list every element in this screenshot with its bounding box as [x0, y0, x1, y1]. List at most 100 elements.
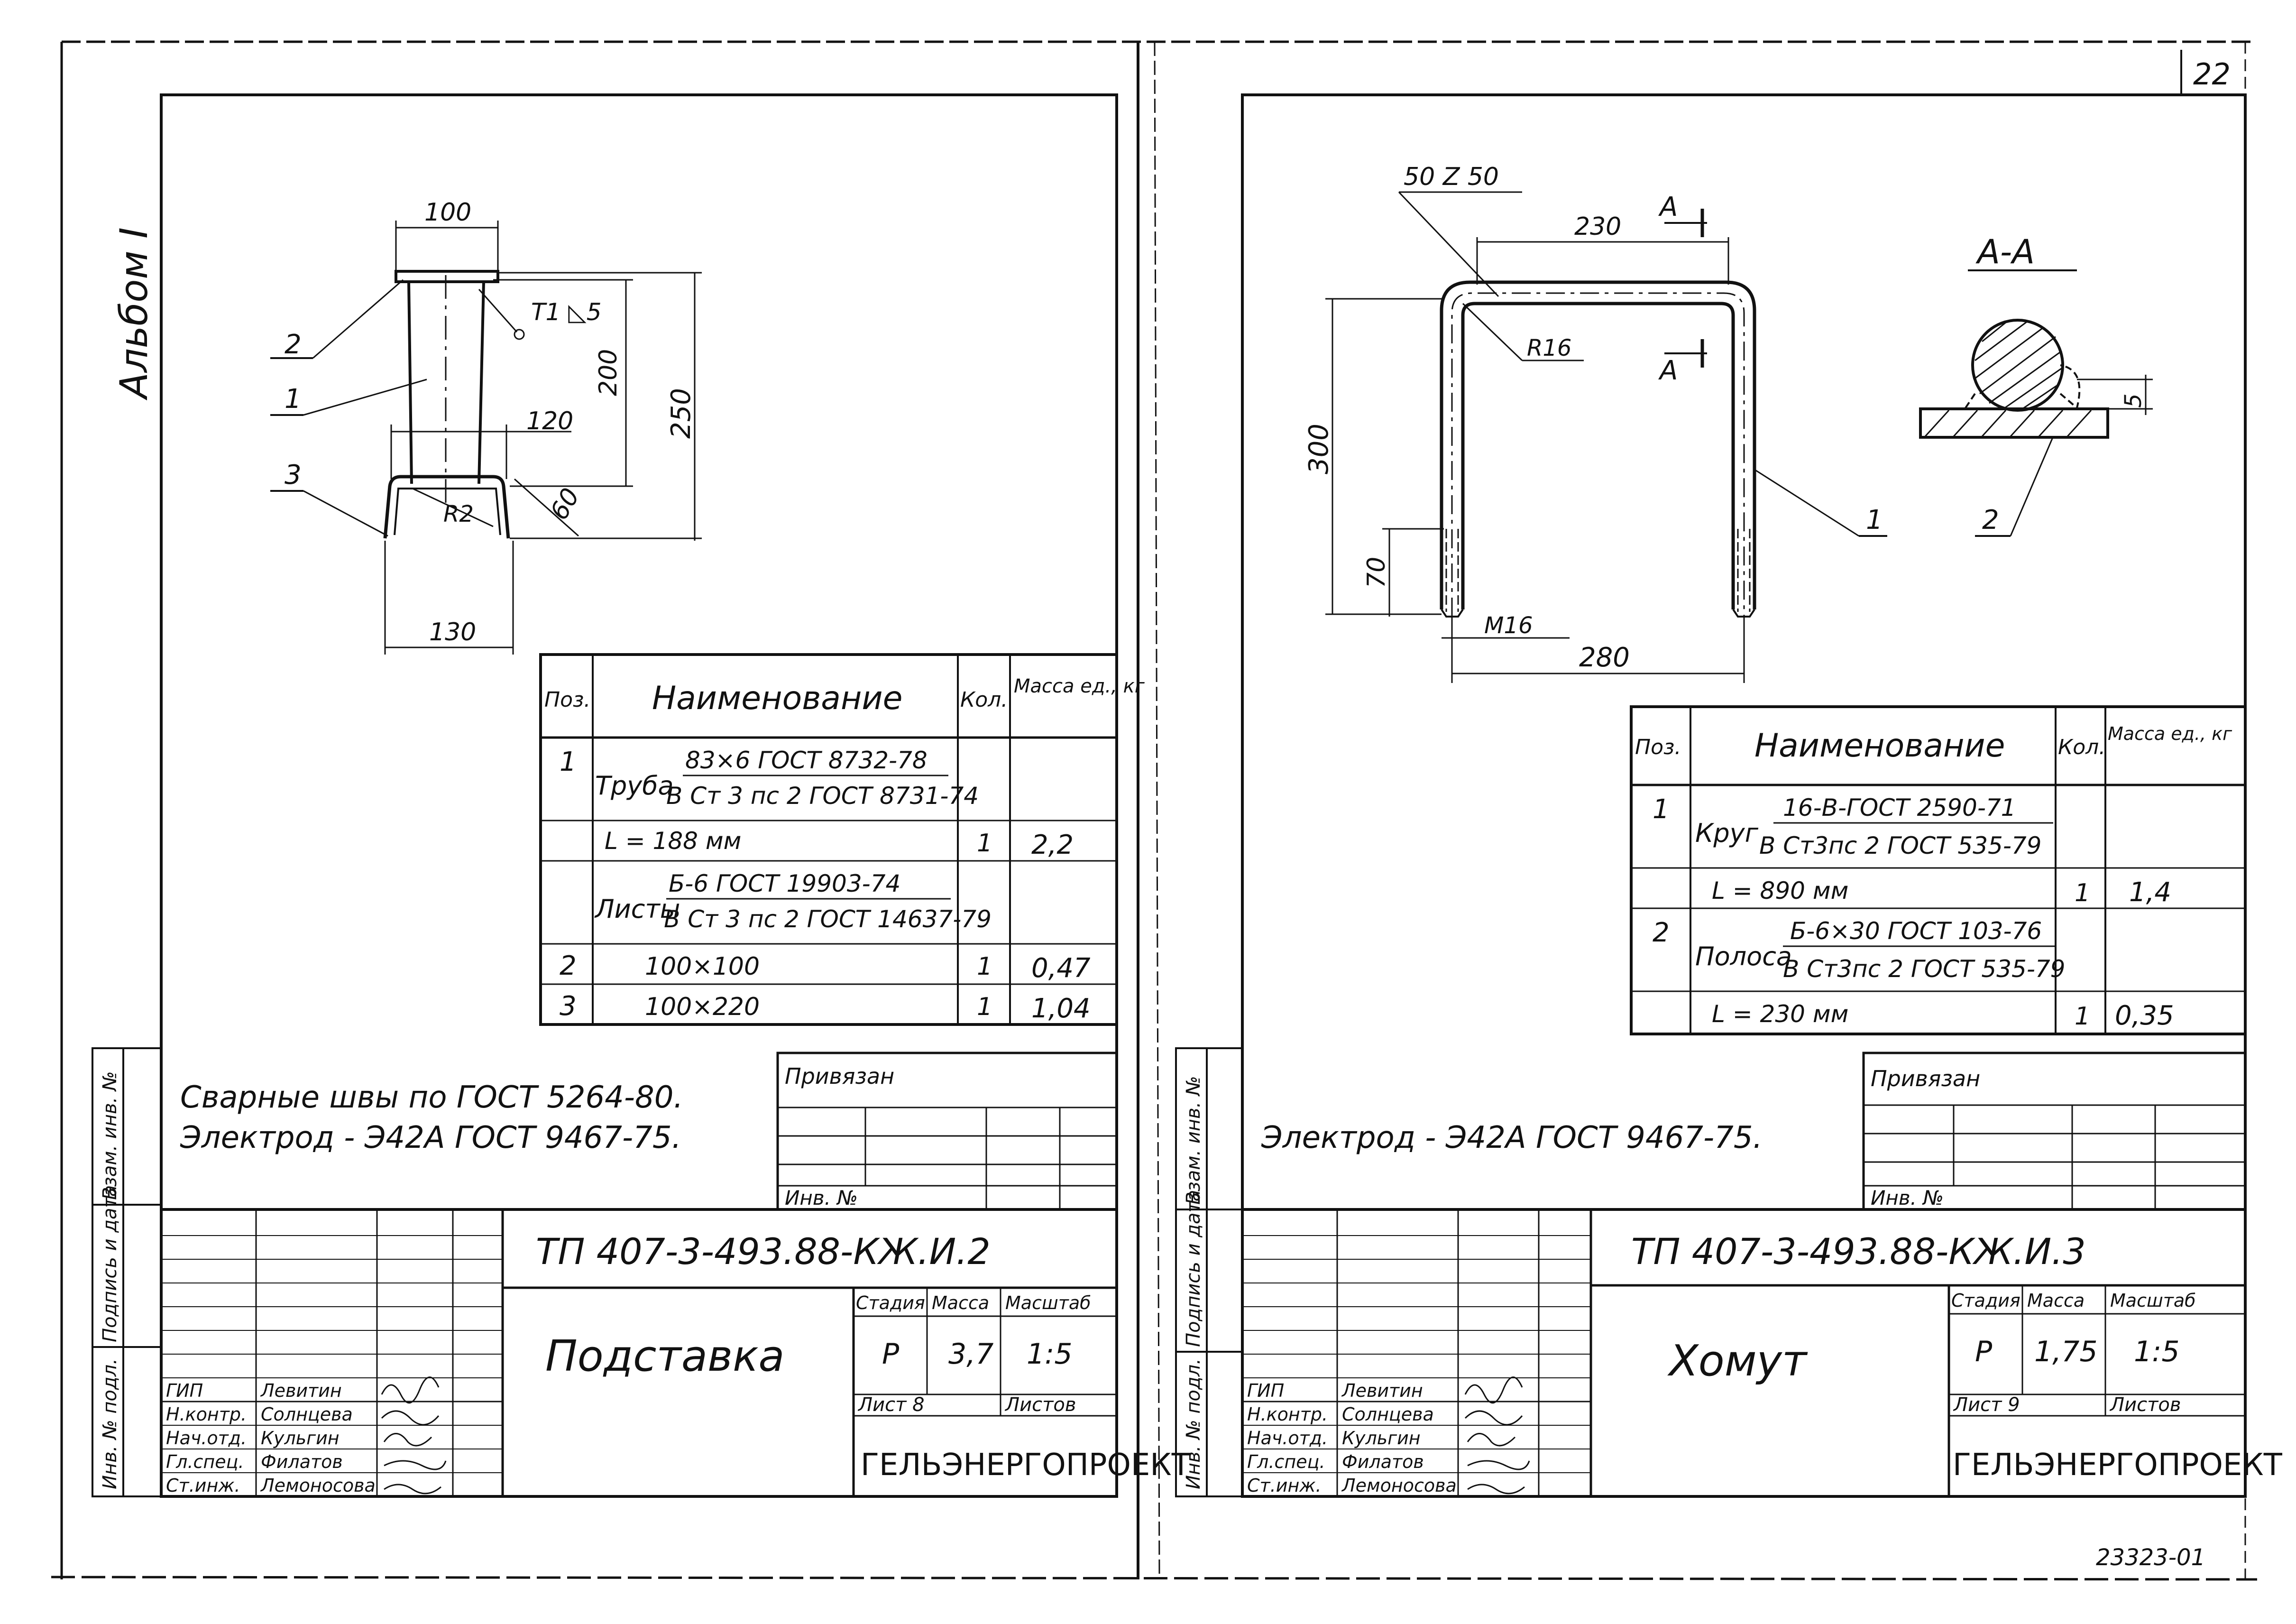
right-masshtab-header: Масштаб	[2110, 1290, 2196, 1311]
left-role-2: Нач.отд.	[166, 1428, 247, 1449]
spec-r1-l2: В Ст 3 пс 2 ГОСТ 8731-74	[666, 782, 979, 810]
r-spec-header-pos: Поз.	[1635, 735, 1681, 759]
r-spec-r3-l1: Б-6×30 ГОСТ 103-76	[1790, 917, 2042, 945]
spec-header-qty: Кол.	[960, 688, 1008, 712]
spec-r2-l1: L = 188 мм	[605, 827, 741, 855]
stand-part-drawing: 100 120 130 200 250 60	[270, 198, 702, 655]
right-side-label-vzam: Взам. инв. №	[1183, 1076, 1204, 1205]
left-name-1: Солнцева	[261, 1404, 353, 1425]
spec-header-pos: Поз.	[544, 688, 590, 712]
r-spec-r2-l1: L = 890 мм	[1712, 877, 1848, 904]
left-role-0: ГИП	[166, 1380, 203, 1401]
leader-label-2: 2	[285, 329, 302, 360]
left-sheet: Инв. № подл. Подпись и дата Взам. инв. №…	[92, 93, 1191, 1498]
right-name-0: Левитин	[1341, 1380, 1423, 1401]
dim-50z50: 50 Z 50	[1404, 163, 1499, 191]
right-note-1: Электрод - Э42А ГОСТ 9467-75.	[1261, 1120, 1763, 1155]
page-number: 22	[2193, 57, 2231, 92]
left-inv-label: Инв. №	[785, 1186, 858, 1209]
dim-250: 250	[666, 388, 697, 439]
right-side-strip: Инв. № подл. Подпись и дата Взам. инв. №	[1175, 1047, 1243, 1497]
spec-r2-qty: 1	[977, 829, 992, 858]
right-title-block: ТП 407-3-493.88-КЖ.И.3 Хомут Стадия Масс…	[1241, 1208, 2283, 1498]
left-masshtab-header: Масштаб	[1005, 1292, 1091, 1313]
dim-130: 130	[429, 618, 476, 646]
spec-r5-qty: 1	[977, 993, 992, 1021]
r-spec-r1-l1: 16-В-ГОСТ 2590-71	[1783, 794, 2016, 821]
left-note-1: Сварные швы по ГОСТ 5264-80.	[180, 1080, 683, 1115]
r-spec-r1-prefix: Круг	[1695, 818, 1759, 848]
right-stadiya: Р	[1975, 1335, 1993, 1368]
r-spec-header-mass: Масса ед., кг	[2108, 723, 2232, 744]
spec-r5-l1: 100×220	[645, 993, 760, 1021]
left-stadiya: Р	[882, 1338, 900, 1371]
right-listov: Листов	[2109, 1394, 2181, 1416]
side-label-inv-podl: Инв. № подл.	[99, 1358, 121, 1489]
dim-m16: M16	[1484, 612, 1533, 639]
left-stadiya-header: Стадия	[856, 1292, 925, 1313]
right-masshtab: 1:5	[2134, 1335, 2180, 1368]
left-massa: 3,7	[948, 1338, 993, 1371]
r-spec-r3-prefix: Полоса	[1695, 941, 1792, 971]
right-role-0: ГИП	[1247, 1380, 1284, 1401]
spec-r5-mass: 1,04	[1031, 993, 1091, 1024]
section-mark-a-top: А	[1658, 192, 1678, 222]
r-spec-header-name: Наименование	[1754, 727, 2005, 765]
spec-r3-prefix: Листы	[594, 894, 680, 924]
dim-60: 60	[545, 483, 585, 525]
right-role-4: Ст.инж.	[1247, 1475, 1322, 1496]
side-label-podpis: Подпись и дата	[99, 1185, 121, 1342]
right-name-2: Кульгин	[1342, 1428, 1421, 1449]
r-spec-header-qty: Кол.	[2058, 735, 2105, 759]
left-privyazan-box: Привязан Инв. №	[776, 1052, 1118, 1211]
left-name-2: Кульгин	[261, 1428, 340, 1449]
r-spec-r4-qty: 1	[2075, 1002, 2090, 1031]
dim-r2: R2	[443, 501, 474, 527]
leader-label-1: 1	[285, 384, 302, 415]
left-doc-code: ТП 407-3-493.88-КЖ.И.2	[536, 1230, 991, 1273]
right-spec-table: Поз. Наименование Кол. Масса ед., кг 1 К…	[1630, 705, 2247, 1035]
left-masshtab: 1:5	[1027, 1338, 1073, 1371]
top-plate	[395, 270, 499, 283]
weld-symbol: T1 ◺5	[531, 298, 602, 326]
spec-header-name: Наименование	[652, 680, 902, 717]
spec-r4-pos: 2	[560, 950, 577, 981]
dim-100: 100	[424, 198, 471, 227]
leader-label-2: 2	[1982, 505, 1999, 535]
left-role-3: Гл.спец.	[166, 1451, 244, 1472]
spec-r5-pos: 3	[560, 991, 577, 1022]
left-name-4: Лемоносова	[260, 1475, 376, 1496]
spec-r4-mass: 0,47	[1031, 953, 1091, 984]
left-list: Лист 8	[857, 1394, 925, 1416]
right-privyazan-box: Привязан Инв. №	[1862, 1052, 2247, 1211]
right-side-label-inv-podl: Инв. № подл.	[1183, 1358, 1204, 1489]
dim-70: 70	[1362, 557, 1391, 588]
right-stadiya-header: Стадия	[1951, 1290, 2020, 1311]
dim-r16: R16	[1527, 335, 1571, 361]
left-spec-table: Поз. Наименование Кол. Масса ед., кг 1 Т…	[539, 653, 1145, 1026]
spec-r3-l1: Б-6 ГОСТ 19903-74	[669, 870, 900, 897]
strip-section	[1919, 407, 2109, 439]
dim-230: 230	[1574, 212, 1621, 241]
section-mark-a-bottom: А	[1658, 355, 1678, 386]
right-name-4: Лемоносова	[1341, 1475, 1457, 1496]
r-spec-r1-l2: В Ст3пс 2 ГОСТ 535-79	[1759, 832, 2041, 859]
r-spec-r2-qty: 1	[2075, 879, 2090, 907]
right-role-3: Гл.спец.	[1247, 1451, 1325, 1472]
spec-r1-prefix: Труба	[595, 771, 674, 801]
left-note-2: Электрод - Э42А ГОСТ 9467-75.	[180, 1120, 681, 1155]
right-privyazan-label: Привязан	[1871, 1066, 1980, 1091]
section-title: А-А	[1975, 232, 2035, 271]
spec-r3-l2: В Ст 3 пс 2 ГОСТ 14637-79	[664, 905, 992, 933]
section-a-a: А-А	[1919, 232, 2153, 537]
archive-code: 23323-01	[2096, 1544, 2205, 1571]
left-org: ГЕЛЬЭНЕРГОПРОЕКТ	[861, 1448, 1191, 1483]
page-number-box: 22	[2180, 50, 2245, 96]
spec-header-mass: Масса ед., кг	[1014, 675, 1145, 697]
right-list: Лист 9	[1953, 1394, 2020, 1416]
r-spec-r3-l2: В Ст3пс 2 ГОСТ 535-79	[1783, 955, 2065, 983]
album-label: Альбом I	[112, 227, 156, 401]
right-massa-header: Масса	[2027, 1290, 2085, 1311]
left-name-3: Филатов	[261, 1451, 343, 1472]
left-massa-header: Масса	[932, 1292, 989, 1313]
